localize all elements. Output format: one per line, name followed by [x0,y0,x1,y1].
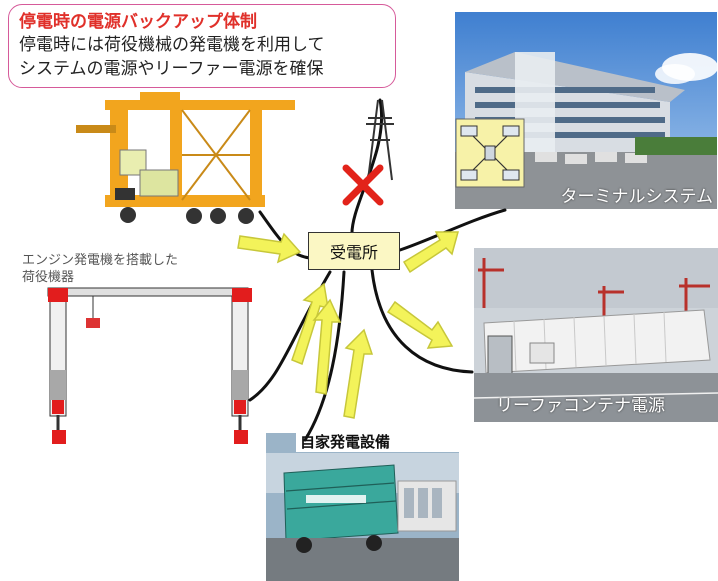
substation-label: 受電所 [329,243,378,262]
container-crane-illustration [76,92,295,224]
network-icon [455,118,525,188]
crane-caption: エンジン発電機を搭載した 荷役機器 [22,252,178,286]
line-generator [303,270,346,442]
crane-caption-line-2: 荷役機器 [22,270,75,285]
power-tower-icon [366,99,394,181]
gantry-crane-illustration [47,287,252,444]
line-terminal [398,208,507,252]
arrows [237,231,459,419]
note-title: 停電時の電源バックアップ体制 [19,12,257,32]
reefer-caption: リーファコンテナ電源 [496,396,665,416]
generator-photo: 自家発電設備 [266,433,459,581]
note-line-2: システムの電源やリーファー電源を確保 [19,59,324,79]
reefer-photo: リーファコンテナ電源 [474,248,718,422]
arrow-icon [312,298,342,395]
terminal-photo: ターミナルシステム [455,12,717,209]
generator-title: 自家発電設備 [296,433,459,452]
arrow-icon [402,231,459,274]
terminal-caption: ターミナルシステム [560,187,714,207]
arrow-icon [237,232,302,264]
line-reefer [370,268,474,374]
generator-illustration [266,433,459,581]
reefer-container-illustration [474,248,718,422]
note-box: 停電時の電源バックアップ体制 停電時には荷役機械の発電機を利用して システムの電… [8,4,396,88]
substation-box: 受電所 [308,232,400,270]
arrow-icon [343,328,374,419]
cross-icon [342,164,384,206]
arrow-icon [386,300,454,349]
note-line-1: 停電時には荷役機械の発電機を利用して [19,35,325,55]
crane-caption-line-1: エンジン発電機を搭載した [22,253,179,268]
arrow-icon [291,282,329,365]
